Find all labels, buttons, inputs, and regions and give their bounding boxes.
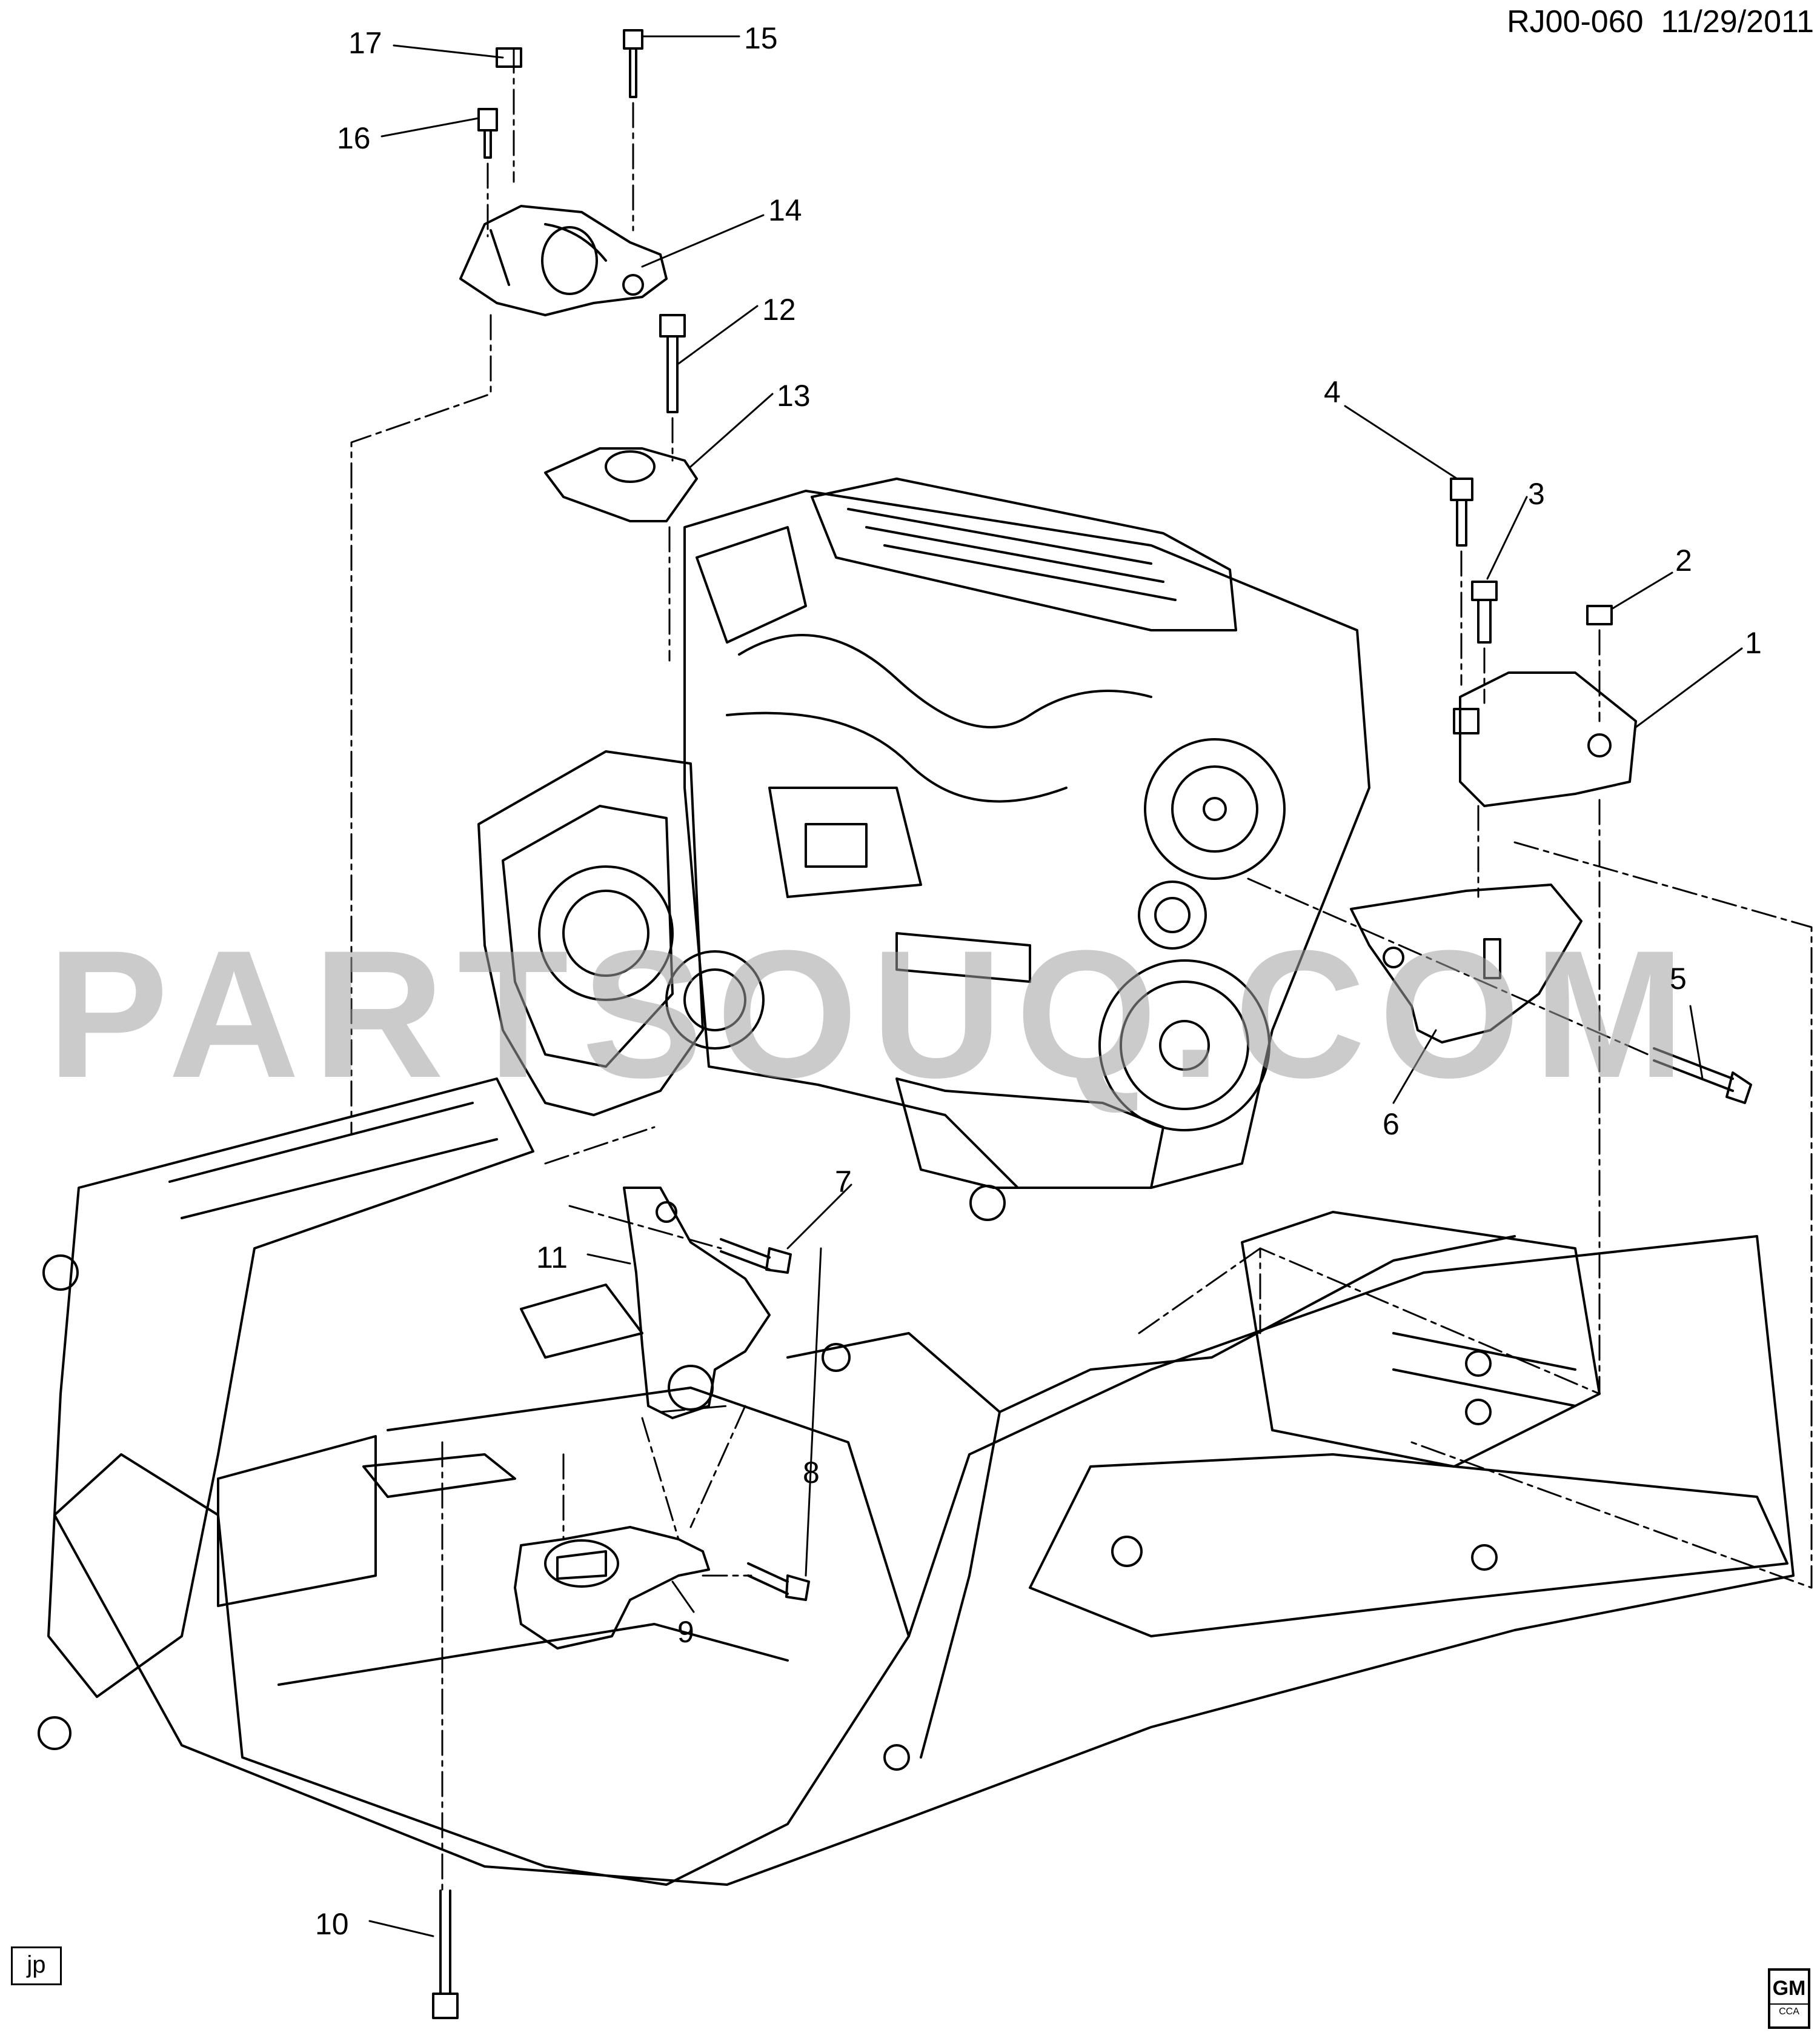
callout-10: 10	[315, 1907, 349, 1941]
callout-14: 14	[768, 193, 802, 227]
front-subframe	[38, 1077, 1795, 1886]
gm-logo: GM CCA	[1768, 1968, 1810, 2029]
document-id: RJ00-060	[1507, 4, 1644, 39]
callout-13: 13	[777, 379, 811, 413]
callout-6: 6	[1383, 1107, 1400, 1141]
callout-15: 15	[744, 21, 778, 55]
leader-lines	[368, 35, 1743, 1937]
callout-12: 12	[762, 293, 796, 327]
callout-11: 11	[536, 1240, 568, 1274]
callout-9: 9	[677, 1615, 694, 1649]
mount-parts	[459, 205, 1637, 1650]
document-date: 11/29/2011	[1661, 4, 1814, 39]
engine-assembly	[477, 478, 1370, 1221]
document-header: RJ00-060 11/29/2011	[1507, 4, 1814, 40]
callout-5: 5	[1670, 962, 1687, 996]
callout-8: 8	[803, 1456, 820, 1490]
callout-1: 1	[1745, 626, 1762, 660]
callout-16: 16	[337, 121, 371, 155]
callout-2: 2	[1675, 544, 1692, 578]
author-tag: jp	[11, 1946, 62, 1985]
callout-7: 7	[835, 1165, 852, 1199]
fasteners	[432, 29, 1752, 2019]
callout-17: 17	[348, 26, 382, 60]
assembly-lines	[350, 47, 1813, 1892]
callout-4: 4	[1324, 375, 1341, 409]
callout-3: 3	[1528, 477, 1545, 511]
